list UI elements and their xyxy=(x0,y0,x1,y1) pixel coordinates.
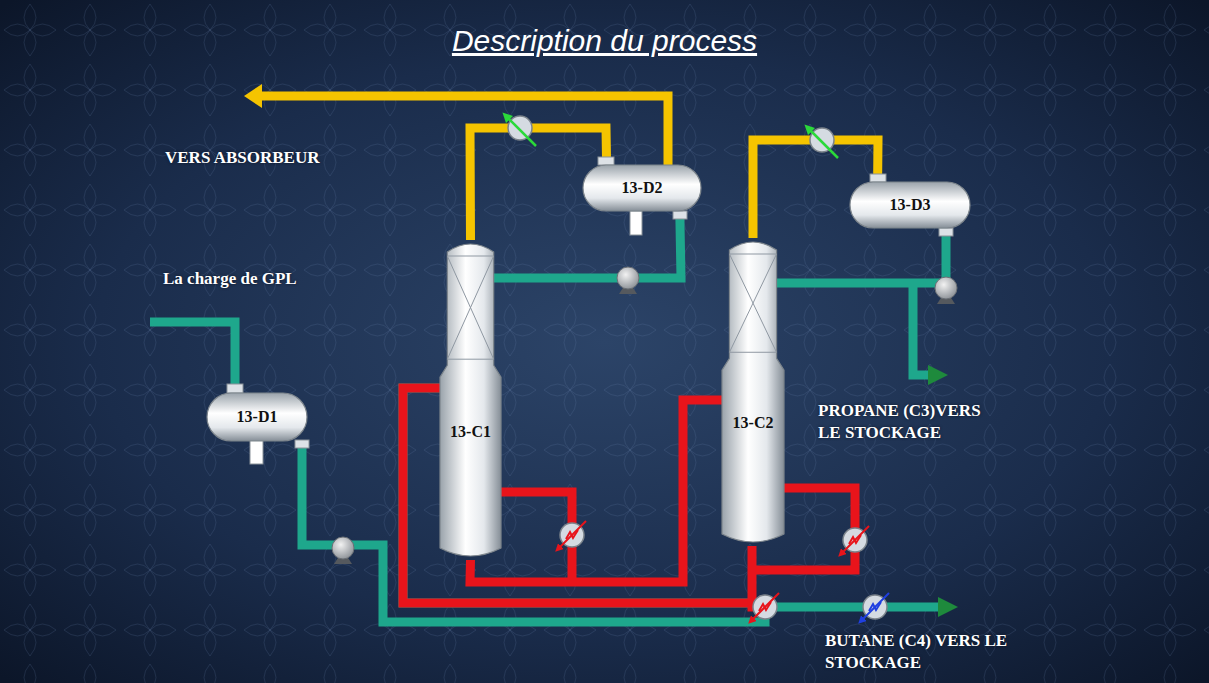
stream-label: La charge de GPL xyxy=(163,268,297,290)
reboiler xyxy=(841,526,869,554)
flow-arrow xyxy=(244,84,262,108)
butane-pipe xyxy=(776,603,940,612)
cooler xyxy=(861,593,889,621)
process-pipe xyxy=(775,228,946,283)
column-outline xyxy=(722,238,784,546)
vapour-pipe xyxy=(262,96,668,165)
reboiler xyxy=(558,521,586,549)
stream-label: PROPANE (C3)VERS LE STOCKAGE xyxy=(818,400,1006,444)
vessel-tag: 13-D1 xyxy=(237,408,278,426)
column-shell xyxy=(722,242,784,542)
nozzle xyxy=(630,211,642,235)
title: Description du process xyxy=(0,24,1209,58)
nozzle xyxy=(227,384,243,393)
drum-shell xyxy=(207,393,307,441)
condenser xyxy=(808,128,838,158)
column-outline xyxy=(440,240,501,560)
pump xyxy=(332,537,354,564)
condenser-body xyxy=(810,128,834,152)
pump xyxy=(617,267,639,294)
packing-line xyxy=(729,254,776,352)
feed-pipe xyxy=(150,322,235,386)
process-pipe xyxy=(490,211,681,278)
stream-label: BUTANE (C4) VERS LE STOCKAGE xyxy=(825,630,1013,674)
condenser-body xyxy=(508,116,532,140)
nozzle xyxy=(673,211,687,219)
pump-body xyxy=(617,267,639,289)
nozzle xyxy=(939,228,953,236)
pump xyxy=(935,277,957,304)
exchanger-arrow xyxy=(841,526,869,554)
process-pipe xyxy=(302,388,765,622)
flow-arrow xyxy=(938,597,958,617)
packing-line xyxy=(447,359,493,360)
distillation-column: 13-C1 xyxy=(440,240,501,560)
packing-line xyxy=(729,254,776,352)
vessel-tag: 13-C1 xyxy=(450,423,491,441)
exchanger-arrow xyxy=(751,593,779,621)
vessel-tag: 13-D3 xyxy=(890,196,931,214)
drum-shell xyxy=(583,165,701,211)
distillation-column: 13-C2 xyxy=(722,238,784,546)
condenser-arrow xyxy=(506,116,536,146)
cooler-arrow xyxy=(861,593,889,621)
drum-shell xyxy=(850,182,970,228)
nozzle xyxy=(598,157,614,165)
vessel-tag: 13-C2 xyxy=(733,414,774,432)
pump-body xyxy=(332,537,354,559)
nozzle xyxy=(295,440,309,448)
packing-line xyxy=(729,254,776,255)
pipes xyxy=(150,96,940,607)
vessel-tag: 13-D2 xyxy=(622,179,663,197)
condenser-arrow xyxy=(808,128,838,158)
drum-vessel: 13-D1 xyxy=(207,393,307,441)
exchanger-arrow xyxy=(558,521,586,549)
packing-line xyxy=(729,352,776,353)
drum-vessel: 13-D2 xyxy=(583,165,701,211)
column-shell xyxy=(440,244,501,556)
propane-pipe xyxy=(913,283,930,375)
flow-arrow xyxy=(928,365,948,385)
pump-body xyxy=(935,277,957,299)
feed-exchanger xyxy=(751,593,779,621)
stream-label: VERS ABSORBEUR xyxy=(165,147,319,169)
packing-line xyxy=(447,256,493,359)
nozzle xyxy=(250,440,263,464)
process-pipe xyxy=(470,400,722,582)
packing-line xyxy=(447,256,493,257)
packing-line xyxy=(447,256,493,359)
nozzle xyxy=(870,174,886,182)
condenser xyxy=(506,116,536,146)
drum-vessel: 13-D3 xyxy=(850,182,970,228)
